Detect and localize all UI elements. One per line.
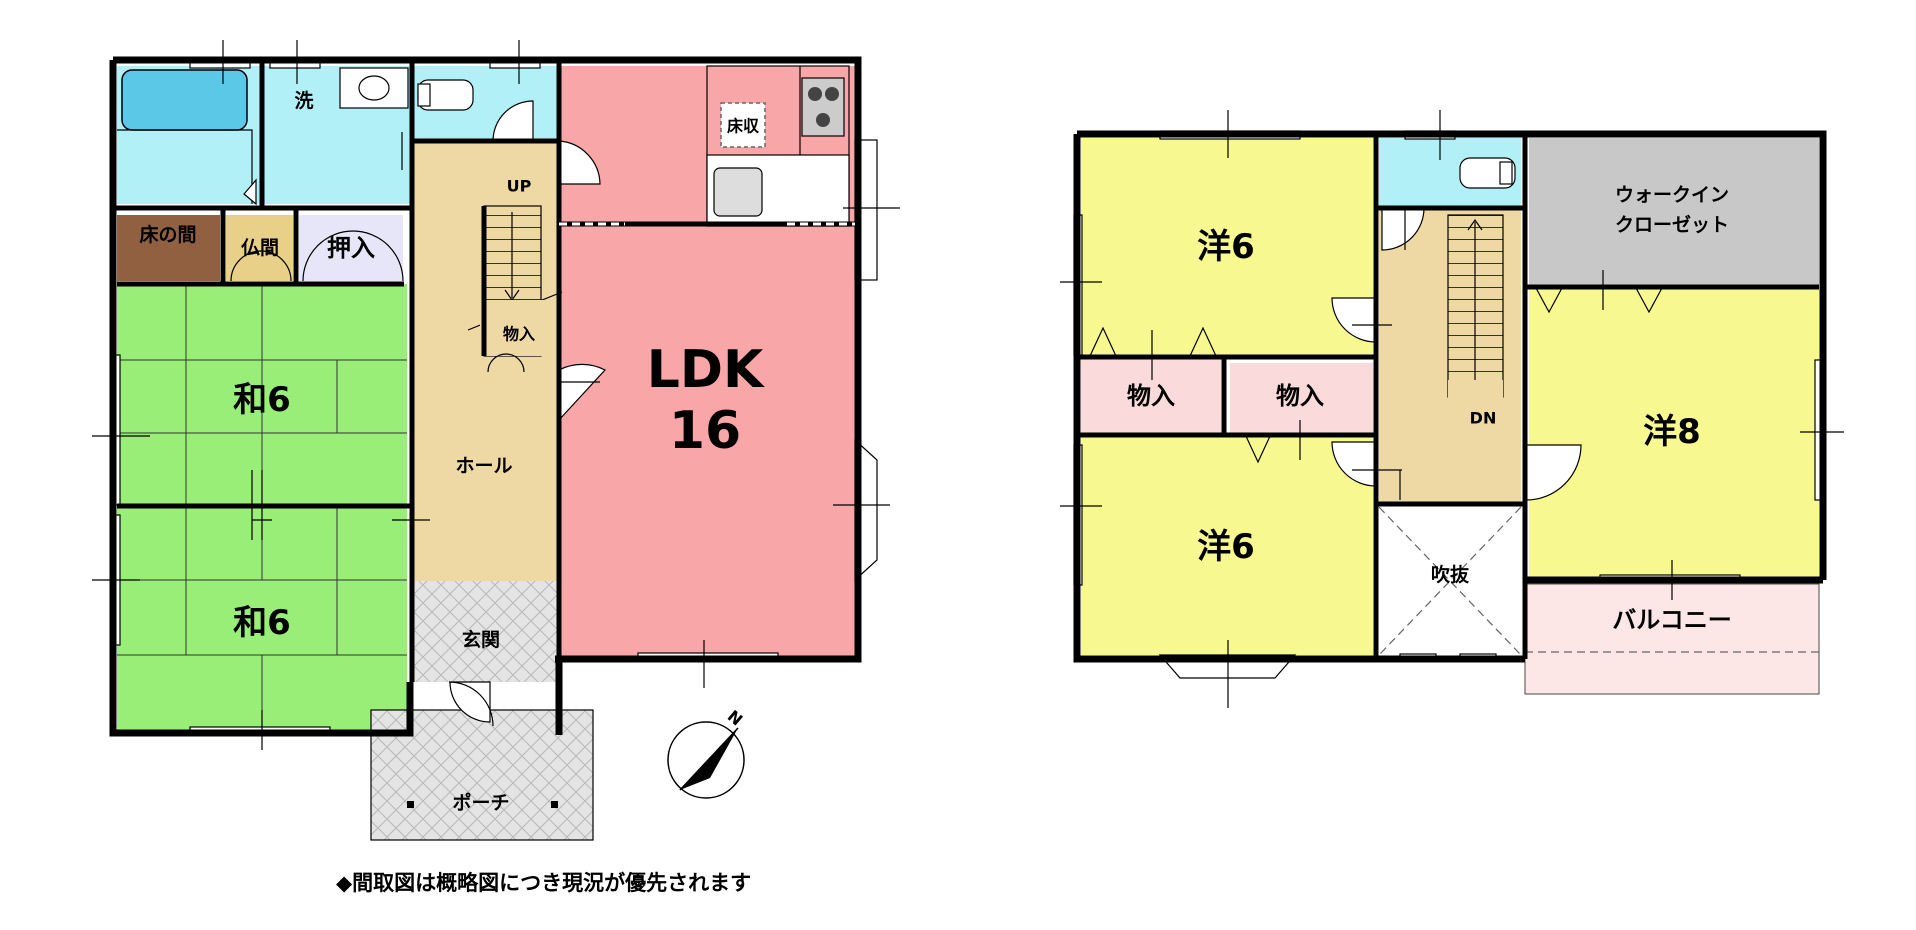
bathtub-icon [121,69,248,131]
western-b-label: 洋6 [1197,527,1255,567]
oshiire [299,215,403,281]
walk-in-label-2: クローゼット [1615,213,1729,236]
tokonoma-label: 床の間 [139,223,196,246]
walls-floor2 [1073,130,1827,663]
room-labels: LDK 16 和6 和6 床の間 仏間 押入 洗 床収 UP 物入 ホール 玄関… [139,89,1731,814]
porch-label: ポーチ [452,791,509,814]
disclaimer-note: ◆間取図は概略図につき現況が優先されます [336,871,751,895]
walk-in-closet [1529,138,1819,287]
floor-1 [109,56,878,841]
entrance [412,581,559,682]
western-a [1081,138,1373,356]
oshiire-label: 押入 [327,234,375,262]
storage-1f-label: 物入 [503,325,535,344]
ldk-size-label: 16 [669,401,741,461]
hall-label: ホール [455,455,512,477]
storage-a-label: 物入 [1127,382,1175,410]
western-c [1529,287,1819,577]
storage-b-label: 物入 [1276,382,1324,410]
north-label: N [724,706,746,729]
wash-label: 洗 [294,89,313,112]
butsuma-label: 仏間 [241,237,279,259]
walls-floor1 [109,56,862,737]
storage-a [1081,357,1221,434]
ldk-room [559,224,855,656]
sink-icon [713,167,763,217]
balcony-label: バルコニー [1612,606,1732,634]
up-label: UP [507,177,532,196]
western-b [1081,435,1373,655]
doors-floor2 [1089,207,1663,501]
void-label: 吹抜 [1431,563,1470,586]
tatami-lines [117,284,407,730]
balcony [1524,583,1820,695]
stove-icon [801,77,845,137]
western-c-label: 洋8 [1643,412,1701,452]
compass-icon: N [667,706,746,799]
floor-2 [1073,130,1827,695]
butsuma [226,215,293,281]
western-a-label: 洋6 [1197,227,1255,267]
doors-floor1 [230,100,606,727]
tokonoma [117,215,220,281]
ldk-label: LDK [647,340,765,400]
floor-storage-label: 床収 [727,117,760,136]
washitsu-b-label: 和6 [233,603,291,643]
entrance-label: 玄関 [462,628,500,651]
floor-storage-box [720,102,766,148]
storage-b [1230,363,1373,434]
washitsu-a-label: 和6 [233,380,291,420]
walk-in-label-1: ウォークイン [1615,184,1729,206]
down-label: DN [1470,409,1497,428]
washbasin-icon [358,75,390,101]
dimension-marks [92,40,1844,750]
